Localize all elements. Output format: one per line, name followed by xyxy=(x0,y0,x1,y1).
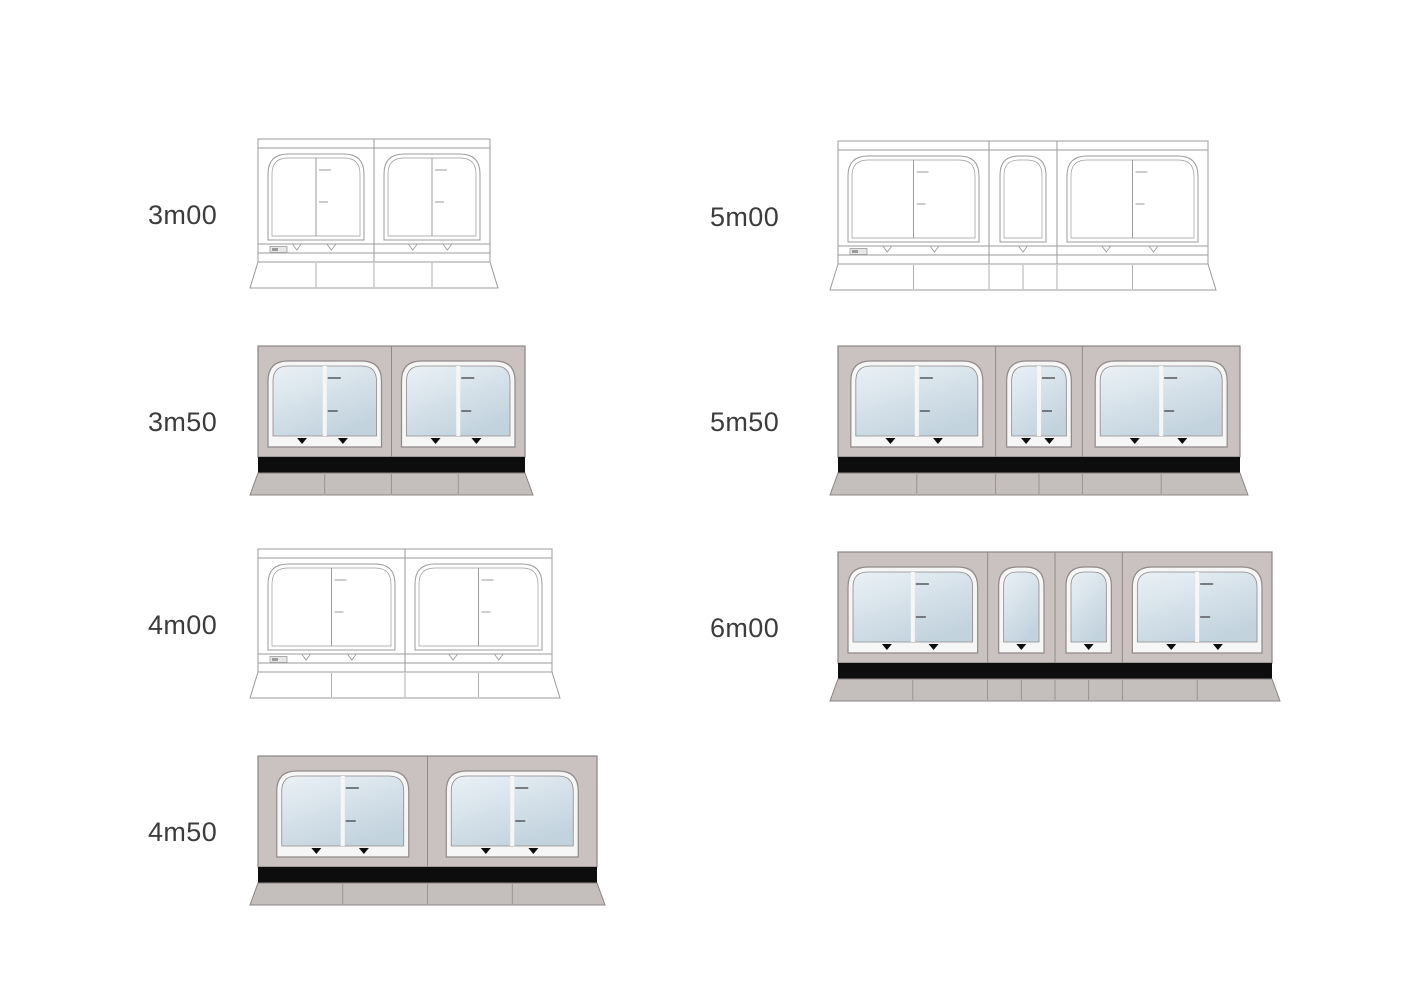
awning-panel-3m00 xyxy=(248,138,500,290)
size-label-5m50: 5m50 xyxy=(710,407,780,437)
awning-drawing xyxy=(829,551,1281,702)
awning-drawing xyxy=(249,548,561,699)
size-label-6m00: 6m00 xyxy=(710,613,780,643)
awning-panel-5m50 xyxy=(828,345,1250,497)
awning-drawing xyxy=(829,345,1249,496)
awning-panel-3m50 xyxy=(248,345,535,497)
awning-panel-6m00 xyxy=(828,551,1282,703)
size-label-4m00: 4m00 xyxy=(148,610,218,640)
awning-panel-5m00 xyxy=(828,140,1218,292)
size-label-3m50: 3m50 xyxy=(148,407,218,437)
awning-drawing xyxy=(829,140,1217,291)
awning-panel-4m50 xyxy=(248,755,607,907)
awning-drawing xyxy=(249,755,606,906)
size-label-3m00: 3m00 xyxy=(148,200,218,230)
awning-drawing xyxy=(249,345,534,496)
awning-drawing xyxy=(249,138,499,289)
awning-panel-4m00 xyxy=(248,548,562,700)
size-label-5m00: 5m00 xyxy=(710,202,780,232)
size-label-4m50: 4m50 xyxy=(148,817,218,847)
